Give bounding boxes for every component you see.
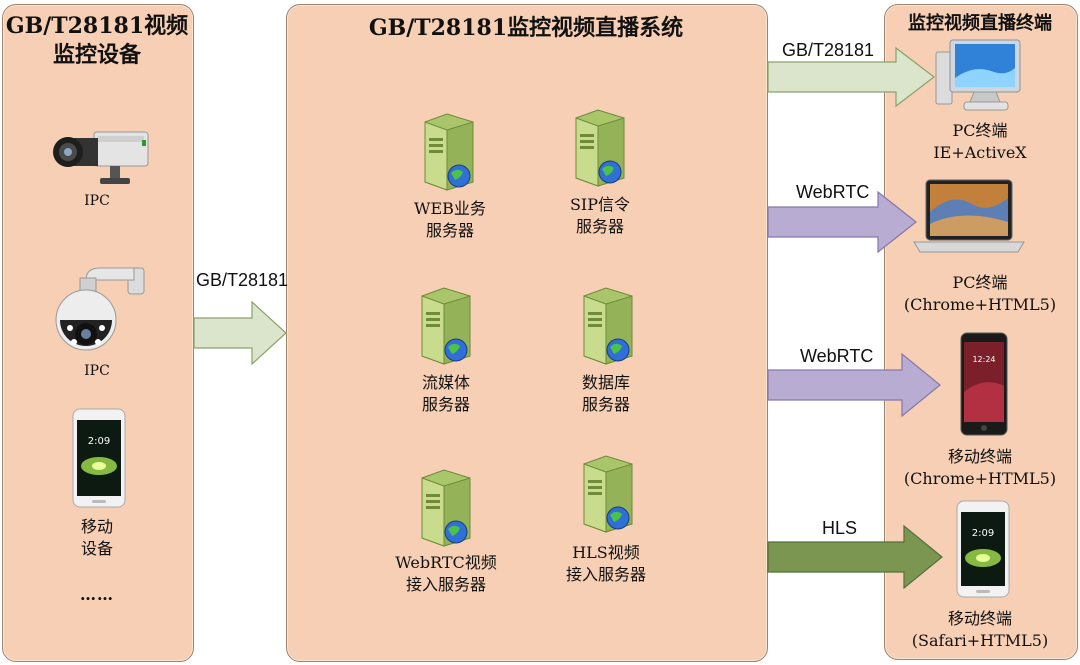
terminal-label-mobile-chrome: 移动终端 (Chrome+HTML5) bbox=[903, 447, 1057, 488]
svg-text:2:09: 2:09 bbox=[972, 528, 994, 539]
laptop-icon bbox=[913, 179, 1025, 253]
desktop-monitor-icon bbox=[935, 39, 1021, 111]
terminal-label-pc-ie: PC终端 IE+ActiveX bbox=[933, 121, 1027, 162]
output-arrow-gb bbox=[767, 46, 935, 108]
system-panel bbox=[286, 4, 768, 662]
device-label-ipc-2: IPC bbox=[84, 363, 110, 379]
smartphone-icon: 2:09 bbox=[72, 408, 126, 508]
input-arrow bbox=[193, 300, 287, 366]
output-arrow-webrtc-mobile bbox=[767, 352, 941, 418]
output-protocol-label-hls: HLS bbox=[822, 518, 858, 538]
box-camera-icon bbox=[53, 131, 149, 184]
output-protocol-label-webrtc-1: WebRTC bbox=[796, 182, 870, 202]
smartphone-icon: 2:09 bbox=[956, 500, 1010, 598]
server-icon bbox=[424, 113, 474, 191]
server-label-hls: HLS视频 接入服务器 bbox=[565, 543, 646, 584]
server-label-webrtc: WebRTC视频 接入服务器 bbox=[395, 553, 497, 594]
server-label-sip: SIP信令 服务器 bbox=[569, 195, 631, 236]
input-protocol-label: GB/T28181 bbox=[196, 270, 289, 290]
device-label-ipc-1: IPC bbox=[84, 193, 110, 209]
server-label-streaming: 流媒体 服务器 bbox=[421, 373, 470, 414]
system-panel-title: GB/T28181监控视频直播系统 bbox=[368, 15, 684, 41]
server-label-database: 数据库 服务器 bbox=[581, 373, 630, 414]
server-label-web: WEB业务 服务器 bbox=[414, 199, 486, 240]
output-protocol-label-gb: GB/T28181 bbox=[782, 40, 875, 60]
device-label-mobile: 移动 设备 bbox=[80, 517, 113, 558]
terminals-panel-title: 监控视频直播终端 bbox=[908, 13, 1052, 34]
server-icon bbox=[421, 469, 471, 547]
smartphone-icon: 12:24 bbox=[960, 332, 1008, 436]
terminal-label-pc-chrome: PC终端 (Chrome+HTML5) bbox=[903, 273, 1057, 314]
server-icon bbox=[575, 109, 625, 187]
output-protocol-label-webrtc-2: WebRTC bbox=[800, 346, 874, 366]
server-icon bbox=[583, 455, 633, 533]
devices-panel-title: GB/T28181视频 监控设备 bbox=[5, 13, 189, 68]
output-arrow-webrtc-pc bbox=[767, 190, 917, 254]
server-icon bbox=[421, 287, 471, 365]
svg-text:2:09: 2:09 bbox=[88, 436, 110, 447]
server-icon bbox=[583, 287, 633, 365]
device-label-more: …… bbox=[80, 585, 114, 604]
svg-text:12:24: 12:24 bbox=[972, 355, 995, 364]
output-arrow-hls bbox=[767, 524, 943, 590]
terminal-label-mobile-safari: 移动终端 (Safari+HTML5) bbox=[911, 609, 1049, 650]
dome-camera-icon bbox=[55, 267, 145, 351]
